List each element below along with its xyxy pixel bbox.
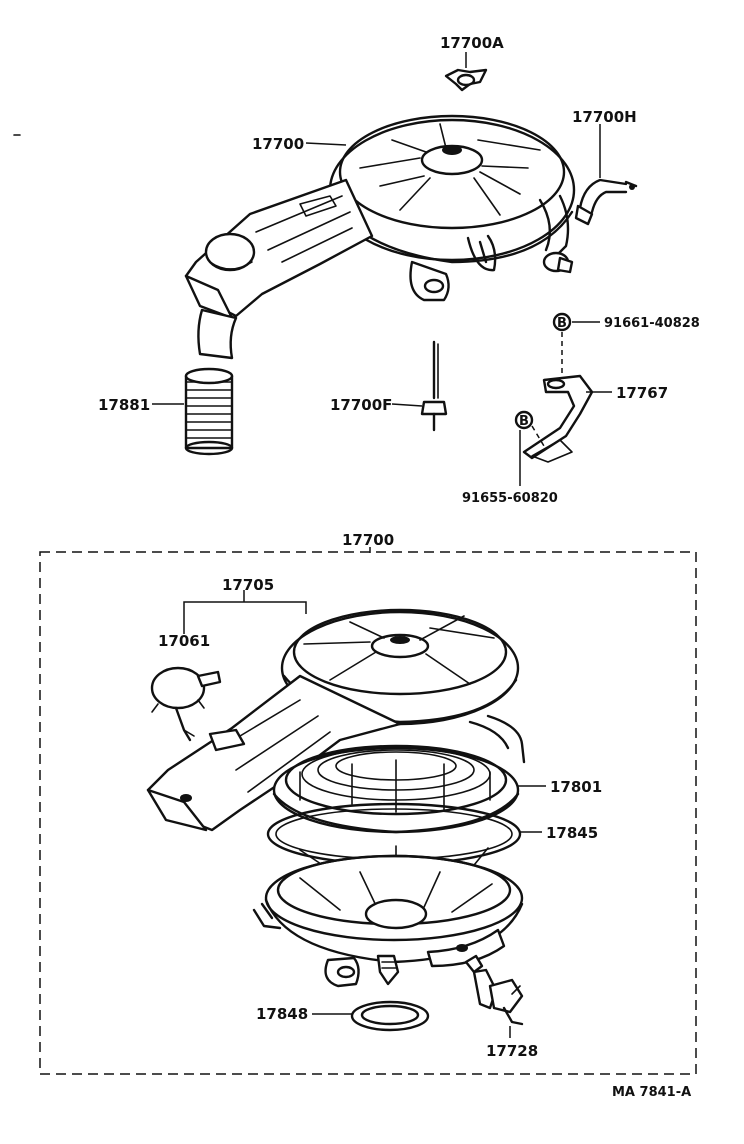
svg-text:B: B bbox=[557, 316, 567, 331]
grouping-bracket bbox=[183, 601, 307, 634]
label-91655-60820: 91655-60820 bbox=[462, 491, 558, 506]
label-17848: 17848 bbox=[256, 1005, 308, 1023]
label-17700f: 17700F bbox=[330, 396, 392, 414]
filter-element-part bbox=[272, 744, 520, 834]
air-cleaner-cap bbox=[146, 608, 526, 832]
mounting-bracket-part bbox=[522, 374, 594, 463]
vacuum-hose-part bbox=[574, 178, 638, 226]
leader-line bbox=[391, 403, 423, 407]
label-91661-40828: 91661-40828 bbox=[604, 316, 700, 331]
sensor-valve-part bbox=[464, 954, 524, 1026]
label-17728: 17728 bbox=[486, 1042, 538, 1060]
wing-nut-part bbox=[444, 68, 488, 92]
label-17845: 17845 bbox=[546, 824, 598, 842]
intake-hose-part bbox=[184, 367, 234, 456]
label-17061: 17061 bbox=[158, 632, 210, 650]
leader-line bbox=[305, 142, 347, 146]
label-17700-box: 17700 bbox=[342, 531, 394, 549]
air-cleaner-housing-top bbox=[184, 114, 576, 360]
label-17705: 17705 bbox=[222, 576, 274, 594]
diagram-code: MA 7841-A bbox=[612, 1085, 691, 1100]
label-17700h: 17700H bbox=[572, 108, 637, 126]
label-17700-top: 17700 bbox=[252, 135, 304, 153]
label-17881: 17881 bbox=[98, 396, 150, 414]
stud-bolt-part bbox=[420, 340, 448, 432]
air-cleaner-case bbox=[252, 854, 524, 988]
bolt-reference-mark-upper: B bbox=[552, 312, 572, 332]
dashed-leader bbox=[531, 425, 545, 447]
vacuum-motor-part bbox=[150, 666, 222, 742]
label-17700a: 17700A bbox=[440, 34, 504, 52]
label-17801: 17801 bbox=[550, 778, 602, 796]
label-17767: 17767 bbox=[616, 384, 668, 402]
seal-gasket-part bbox=[350, 1000, 430, 1032]
assembly-boundary-box bbox=[39, 551, 697, 1075]
bolt-reference-mark-lower: B bbox=[514, 410, 534, 430]
svg-text:B: B bbox=[519, 414, 529, 429]
